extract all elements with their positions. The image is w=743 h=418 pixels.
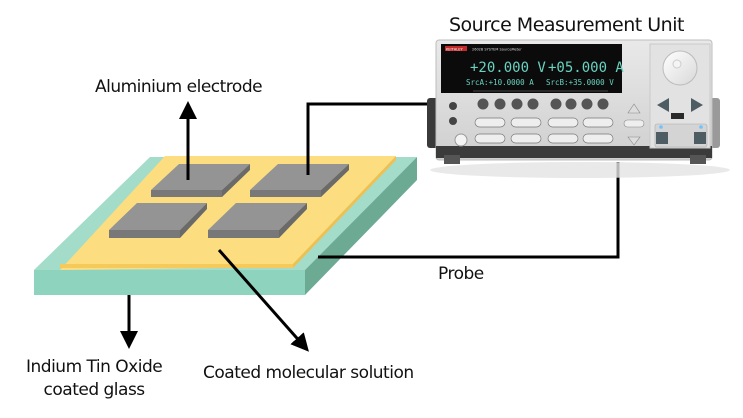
glass-front-face — [34, 270, 305, 295]
sub-reading-b: SrcB:+35.0000 V — [546, 78, 614, 87]
coating-front-edge — [60, 264, 293, 268]
electrode-front-right — [208, 203, 307, 238]
aluminium-electrodes — [109, 164, 349, 238]
reading-a: +20.000 V — [470, 60, 546, 76]
chan-a-output-button[interactable] — [656, 132, 668, 144]
label-aluminium-electrode: Aluminium electrode — [95, 77, 263, 97]
arrow-coated-solution — [217, 249, 309, 352]
brand-logo — [445, 46, 467, 51]
channel-buttons[interactable] — [449, 98, 614, 147]
label-ito-line1: Indium Tin Oxide — [26, 357, 163, 377]
cursor-left-button[interactable] — [657, 98, 669, 112]
chan-b-output-button[interactable] — [694, 132, 706, 144]
brand-text: KEITHLEY — [446, 48, 463, 52]
electrode-back-right — [250, 164, 349, 197]
label-ito-line2: coated glass — [43, 380, 146, 400]
glass-right-face — [305, 157, 417, 295]
reading-b: +05.000 A — [548, 60, 624, 76]
usb-port — [671, 113, 684, 119]
electrode-back-left — [151, 164, 250, 197]
electrode-front-left — [109, 203, 207, 238]
source-measurement-unit: KEITHLEY 2602B SYSTEM SourceMeter +20.00… — [427, 39, 730, 178]
range-controls[interactable] — [623, 103, 645, 146]
navigation-knob[interactable] — [662, 50, 698, 86]
wires — [306, 102, 620, 259]
coating-right-edge — [293, 156, 396, 268]
wire-electrode-to-smu — [306, 102, 440, 175]
label-coated-molecular-solution: Coated molecular solution — [203, 363, 414, 383]
label-source-measurement-unit: Source Measurement Unit — [449, 14, 684, 36]
wire-probe-to-smu — [318, 162, 620, 259]
label-ito-glass: Indium Tin Oxide coated glass — [26, 356, 163, 402]
model-text: 2602B SYSTEM SourceMeter — [472, 48, 522, 52]
arrows — [120, 101, 309, 352]
smu-display — [441, 44, 622, 93]
cursor-right-button[interactable] — [691, 98, 703, 112]
label-probe: Probe — [438, 264, 484, 284]
sub-reading-a: SrcA:+10.0000 A — [466, 78, 534, 87]
